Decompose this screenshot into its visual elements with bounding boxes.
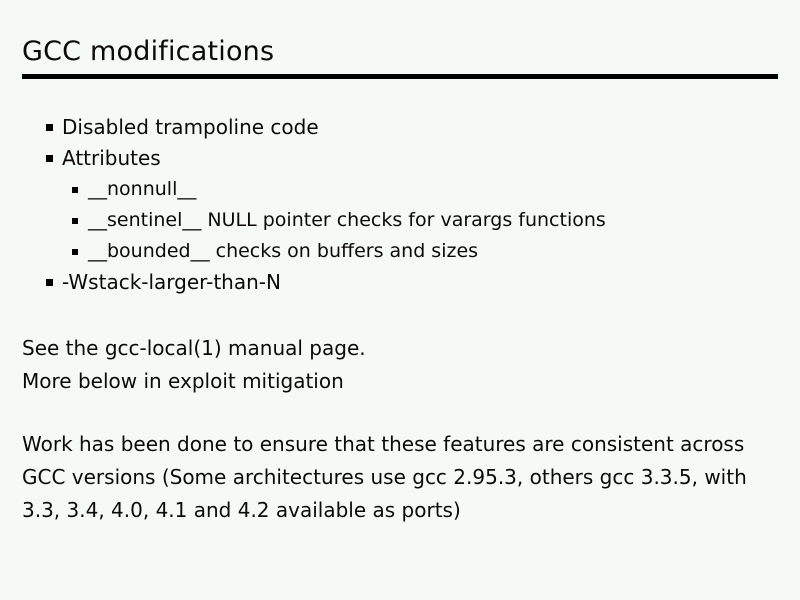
list-item: Disabled trampoline code bbox=[0, 112, 800, 143]
list-item: __bounded__ checks on buffers and sizes bbox=[0, 236, 800, 267]
list-item: -Wstack-larger-than-N bbox=[0, 267, 800, 298]
page-title: GCC modifications bbox=[22, 36, 275, 67]
list-item-label: Disabled trampoline code bbox=[62, 115, 319, 139]
square-bullet-icon bbox=[46, 155, 53, 162]
square-bullet-icon bbox=[46, 124, 53, 131]
body-line: GCC versions (Some architectures use gcc… bbox=[22, 465, 747, 489]
list-item: Attributes bbox=[0, 143, 800, 174]
square-bullet-icon bbox=[72, 187, 78, 193]
body-paragraph-one: See the gcc-local(1) manual page. More b… bbox=[22, 332, 762, 398]
list-item-label: __nonnull__ bbox=[88, 178, 197, 200]
body-line: 3.3, 3.4, 4.0, 4.1 and 4.2 available as … bbox=[22, 498, 461, 522]
list-item-label: -Wstack-larger-than-N bbox=[62, 270, 281, 294]
list-item: __nonnull__ bbox=[0, 174, 800, 205]
square-bullet-icon bbox=[72, 218, 78, 224]
body-line: Work has been done to ensure that these … bbox=[22, 432, 745, 456]
list-item-label: __bounded__ checks on buffers and sizes bbox=[88, 240, 479, 262]
square-bullet-icon bbox=[46, 279, 53, 286]
list-item: __sentinel__ NULL pointer checks for var… bbox=[0, 205, 800, 236]
list-item-label: __sentinel__ NULL pointer checks for var… bbox=[88, 209, 606, 231]
body-paragraph-two: Work has been done to ensure that these … bbox=[22, 428, 762, 527]
square-bullet-icon bbox=[72, 249, 78, 255]
bullet-list: Disabled trampoline code Attributes __no… bbox=[0, 112, 800, 298]
body-line: See the gcc-local(1) manual page. bbox=[22, 336, 366, 360]
list-item-label: Attributes bbox=[62, 146, 161, 170]
body-line: More below in exploit mitigation bbox=[22, 369, 344, 393]
title-divider bbox=[22, 74, 778, 79]
